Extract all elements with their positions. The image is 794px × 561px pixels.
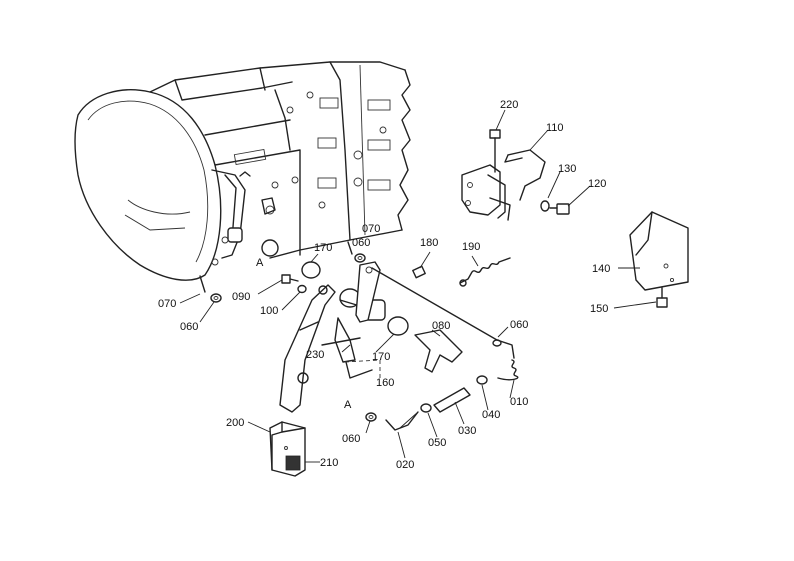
label-140: 140 bbox=[592, 263, 610, 275]
label-070-left: 070 bbox=[158, 298, 176, 310]
small-pins-upper bbox=[347, 241, 426, 279]
leader-lines bbox=[179, 109, 657, 463]
label-A-upper: A bbox=[256, 257, 264, 269]
clutch-rod bbox=[371, 267, 515, 359]
label-220: 220 bbox=[500, 99, 518, 111]
transmission-housing bbox=[74, 61, 411, 281]
label-060-left: 060 bbox=[180, 321, 198, 333]
label-210: 210 bbox=[320, 457, 338, 469]
clutch-fork-lever bbox=[414, 329, 463, 373]
return-spring bbox=[459, 257, 511, 287]
label-090: 090 bbox=[232, 291, 250, 303]
pedal-arm bbox=[279, 261, 409, 413]
label-230: 230 bbox=[306, 349, 324, 361]
label-060-lower: 060 bbox=[342, 433, 360, 445]
label-010: 010 bbox=[510, 396, 528, 408]
label-180: 180 bbox=[420, 237, 438, 249]
label-160: 160 bbox=[376, 377, 394, 389]
label-110: 110 bbox=[546, 122, 564, 134]
lower-linkage bbox=[365, 359, 519, 431]
label-040: 040 bbox=[482, 409, 500, 421]
label-190: 190 bbox=[462, 241, 480, 253]
label-A-lower: A bbox=[344, 399, 352, 411]
label-130: 130 bbox=[558, 163, 576, 175]
small-parts-left bbox=[199, 274, 307, 303]
pedal-pad bbox=[269, 421, 306, 477]
label-150: 150 bbox=[590, 303, 608, 315]
label-020: 020 bbox=[396, 459, 414, 471]
pedal-stop-bracket bbox=[461, 129, 570, 221]
label-100: 100 bbox=[260, 305, 278, 317]
label-200: 200 bbox=[226, 417, 244, 429]
label-060-upper: 060 bbox=[352, 237, 370, 249]
label-170-lower: 170 bbox=[372, 351, 390, 363]
label-060-right: 060 bbox=[510, 319, 528, 331]
label-120: 120 bbox=[588, 178, 606, 190]
label-080: 080 bbox=[432, 320, 450, 332]
part-labels: 220 110 130 120 070 060 180 190 170 140 … bbox=[158, 99, 610, 471]
label-050: 050 bbox=[428, 437, 446, 449]
label-070-upper: 070 bbox=[362, 223, 380, 235]
label-030: 030 bbox=[458, 425, 476, 437]
label-170-upper: 170 bbox=[314, 242, 332, 254]
pedal-cover bbox=[629, 211, 689, 291]
cover-bolt bbox=[656, 287, 668, 308]
